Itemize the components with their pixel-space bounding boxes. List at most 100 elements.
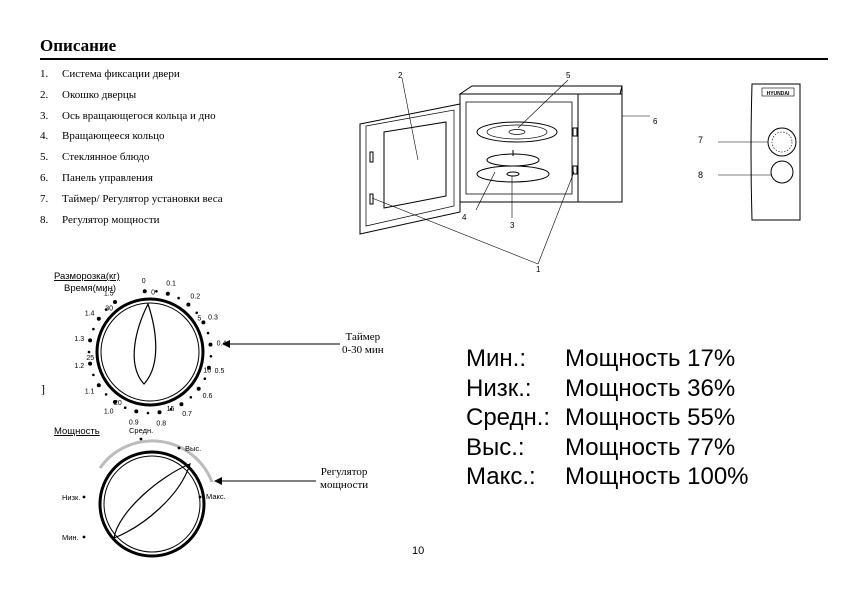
timer-tick-dot <box>155 290 158 293</box>
timer-tick-dot <box>123 406 127 409</box>
timer-time-tick-label: 20 <box>114 400 122 407</box>
timer-tick-dot <box>92 327 95 331</box>
timer-weight-tick-label: 0.6 <box>203 393 213 400</box>
list-item: 2.Окошко дверцы <box>40 85 223 106</box>
timer-tick-dot <box>146 411 150 415</box>
page-number: 10 <box>412 545 425 557</box>
item-number: 1. <box>40 68 49 80</box>
power-arc <box>98 439 214 483</box>
power-level-min: Мин. <box>62 533 79 542</box>
power-row-value: Мощность 77% <box>565 433 736 461</box>
item-label: Вращающееся кольцо <box>62 130 165 143</box>
timer-tick-dot <box>177 296 180 300</box>
timer-tick-dot <box>87 350 91 354</box>
callout-5: 5 <box>566 71 571 80</box>
timer-weight-tick-label: 0.2 <box>190 294 200 301</box>
power-row-level: Макс.: <box>466 463 536 490</box>
power-row-level: Мин.: <box>466 345 526 372</box>
timer-label-time: Время(мин) <box>64 283 116 294</box>
timer-tick-dot <box>195 311 198 315</box>
timer-weight-tick-label: 1.5 <box>104 291 114 298</box>
timer-tick-dot <box>206 365 211 370</box>
timer-pointer <box>133 302 157 385</box>
power-row-level: Средн.: <box>466 404 551 431</box>
timer-tick-dot <box>203 377 207 380</box>
timer-tick-dot <box>96 316 101 321</box>
timer-tick-dot <box>201 320 206 325</box>
timer-tick-dot <box>169 408 173 411</box>
glass-plate-shape <box>476 121 558 143</box>
power-callout-line1: Регулятор <box>320 466 368 478</box>
timer-tick-dot <box>92 373 95 377</box>
timer-weight-tick-label: 0.7 <box>182 411 192 418</box>
timer-time-tick-label: 15 <box>167 406 175 413</box>
power-level-high: Выс. <box>185 444 201 453</box>
timer-time-tick-label: 0 <box>151 290 155 297</box>
list-item: 6.Панель управления <box>40 168 223 189</box>
timer-weight-tick-label: 0.1 <box>166 281 176 288</box>
timer-dial: Разморозка(кг) Время(мин) 0 0.1 0.2 0.3 0.4 0… <box>54 271 227 428</box>
timer-weight-tick-label: 0.4 <box>217 341 227 348</box>
timer-tick-dot <box>104 393 108 396</box>
timer-tick-dot <box>179 402 184 407</box>
callout-1: 1 <box>536 265 541 274</box>
panel-outline <box>750 83 801 221</box>
brand-logo: HYUNDAI <box>767 91 790 97</box>
list-item: 3.Ось вращающегося кольца и дно <box>40 106 223 127</box>
power-level-max: Макс. <box>206 492 226 501</box>
item-number: 6. <box>40 171 49 184</box>
timer-tick-dot <box>165 291 170 296</box>
item-label: Окошко дверцы <box>62 88 137 101</box>
timer-tick-dot <box>157 410 162 415</box>
callout-7: 7 <box>698 135 703 145</box>
door-shape <box>359 103 461 235</box>
power-row-value: Мощность 17% <box>565 345 736 372</box>
timer-tick-dot <box>196 386 201 391</box>
power-level-table: Мин.: Мощность 17% Низк.:Мощность 36% Сре… <box>466 344 749 492</box>
power-row: Мин.: Мощность 17% <box>466 344 749 374</box>
timer-weight-tick-label: 1.1 <box>85 389 95 396</box>
timer-weight-tick-label: 1.2 <box>74 363 84 370</box>
control-panel-diagram: HYUNDAI 7 8 <box>698 83 801 221</box>
timer-tick-dot <box>113 300 117 304</box>
power-dial: Мощность Низк. Средн. Выс. Мин. Макс. <box>54 426 226 558</box>
timer-weight-tick-label: 0 <box>142 278 146 285</box>
timer-knob-rim <box>95 297 205 407</box>
item-label: Таймер/ Регулятор установки веса <box>62 192 223 205</box>
power-callout: Регулятор мощности <box>320 466 368 492</box>
item-label: Ось вращающегося кольца и дно <box>62 109 216 122</box>
control-side <box>577 93 623 203</box>
timer-tick-ring <box>87 289 213 415</box>
callout-2: 2 <box>398 71 403 80</box>
timer-arrow <box>222 340 340 348</box>
oven-cavity-frame <box>459 93 579 203</box>
timer-weight-tick-label: 0.5 <box>215 368 225 375</box>
timer-tick-dot <box>189 396 193 399</box>
oven-top <box>458 85 623 95</box>
timer-tick-dot <box>104 308 108 311</box>
power-level-low: Низк. <box>62 493 80 502</box>
item-label: Регулятор мощности <box>62 213 160 226</box>
callout-8: 8 <box>698 170 703 180</box>
power-row: Низк.:Мощность 36% <box>466 374 749 404</box>
power-knob-rim <box>98 450 206 558</box>
item-number: 4. <box>40 130 49 143</box>
timer-label-defrost: Разморозка(кг) <box>54 271 120 282</box>
callout-4: 4 <box>462 213 467 222</box>
timer-callout-line2: 0-30 мин <box>342 344 384 356</box>
timer-weight-tick-label: 0.9 <box>129 420 139 427</box>
timer-time-tick-label: 25 <box>86 355 94 362</box>
power-row-value: Мощность 36% <box>565 374 736 402</box>
callout-6: 6 <box>653 117 658 126</box>
timer-weight-tick-label: 0.3 <box>208 315 218 322</box>
parts-list: 1.Система фиксации двери 2.Окошко дверцы… <box>40 64 223 230</box>
door-window-shape <box>383 121 447 209</box>
timer-tick-dot <box>208 342 213 347</box>
title-rule <box>40 58 828 60</box>
page-title: Описание <box>40 36 117 55</box>
timer-tick-dot <box>113 400 117 404</box>
power-callout-line2: мощности <box>320 479 369 491</box>
power-row-level: Выс.: <box>466 433 525 461</box>
list-item: 7.Таймер/ Регулятор установки веса <box>40 189 223 210</box>
timer-tick-dot <box>206 331 210 335</box>
